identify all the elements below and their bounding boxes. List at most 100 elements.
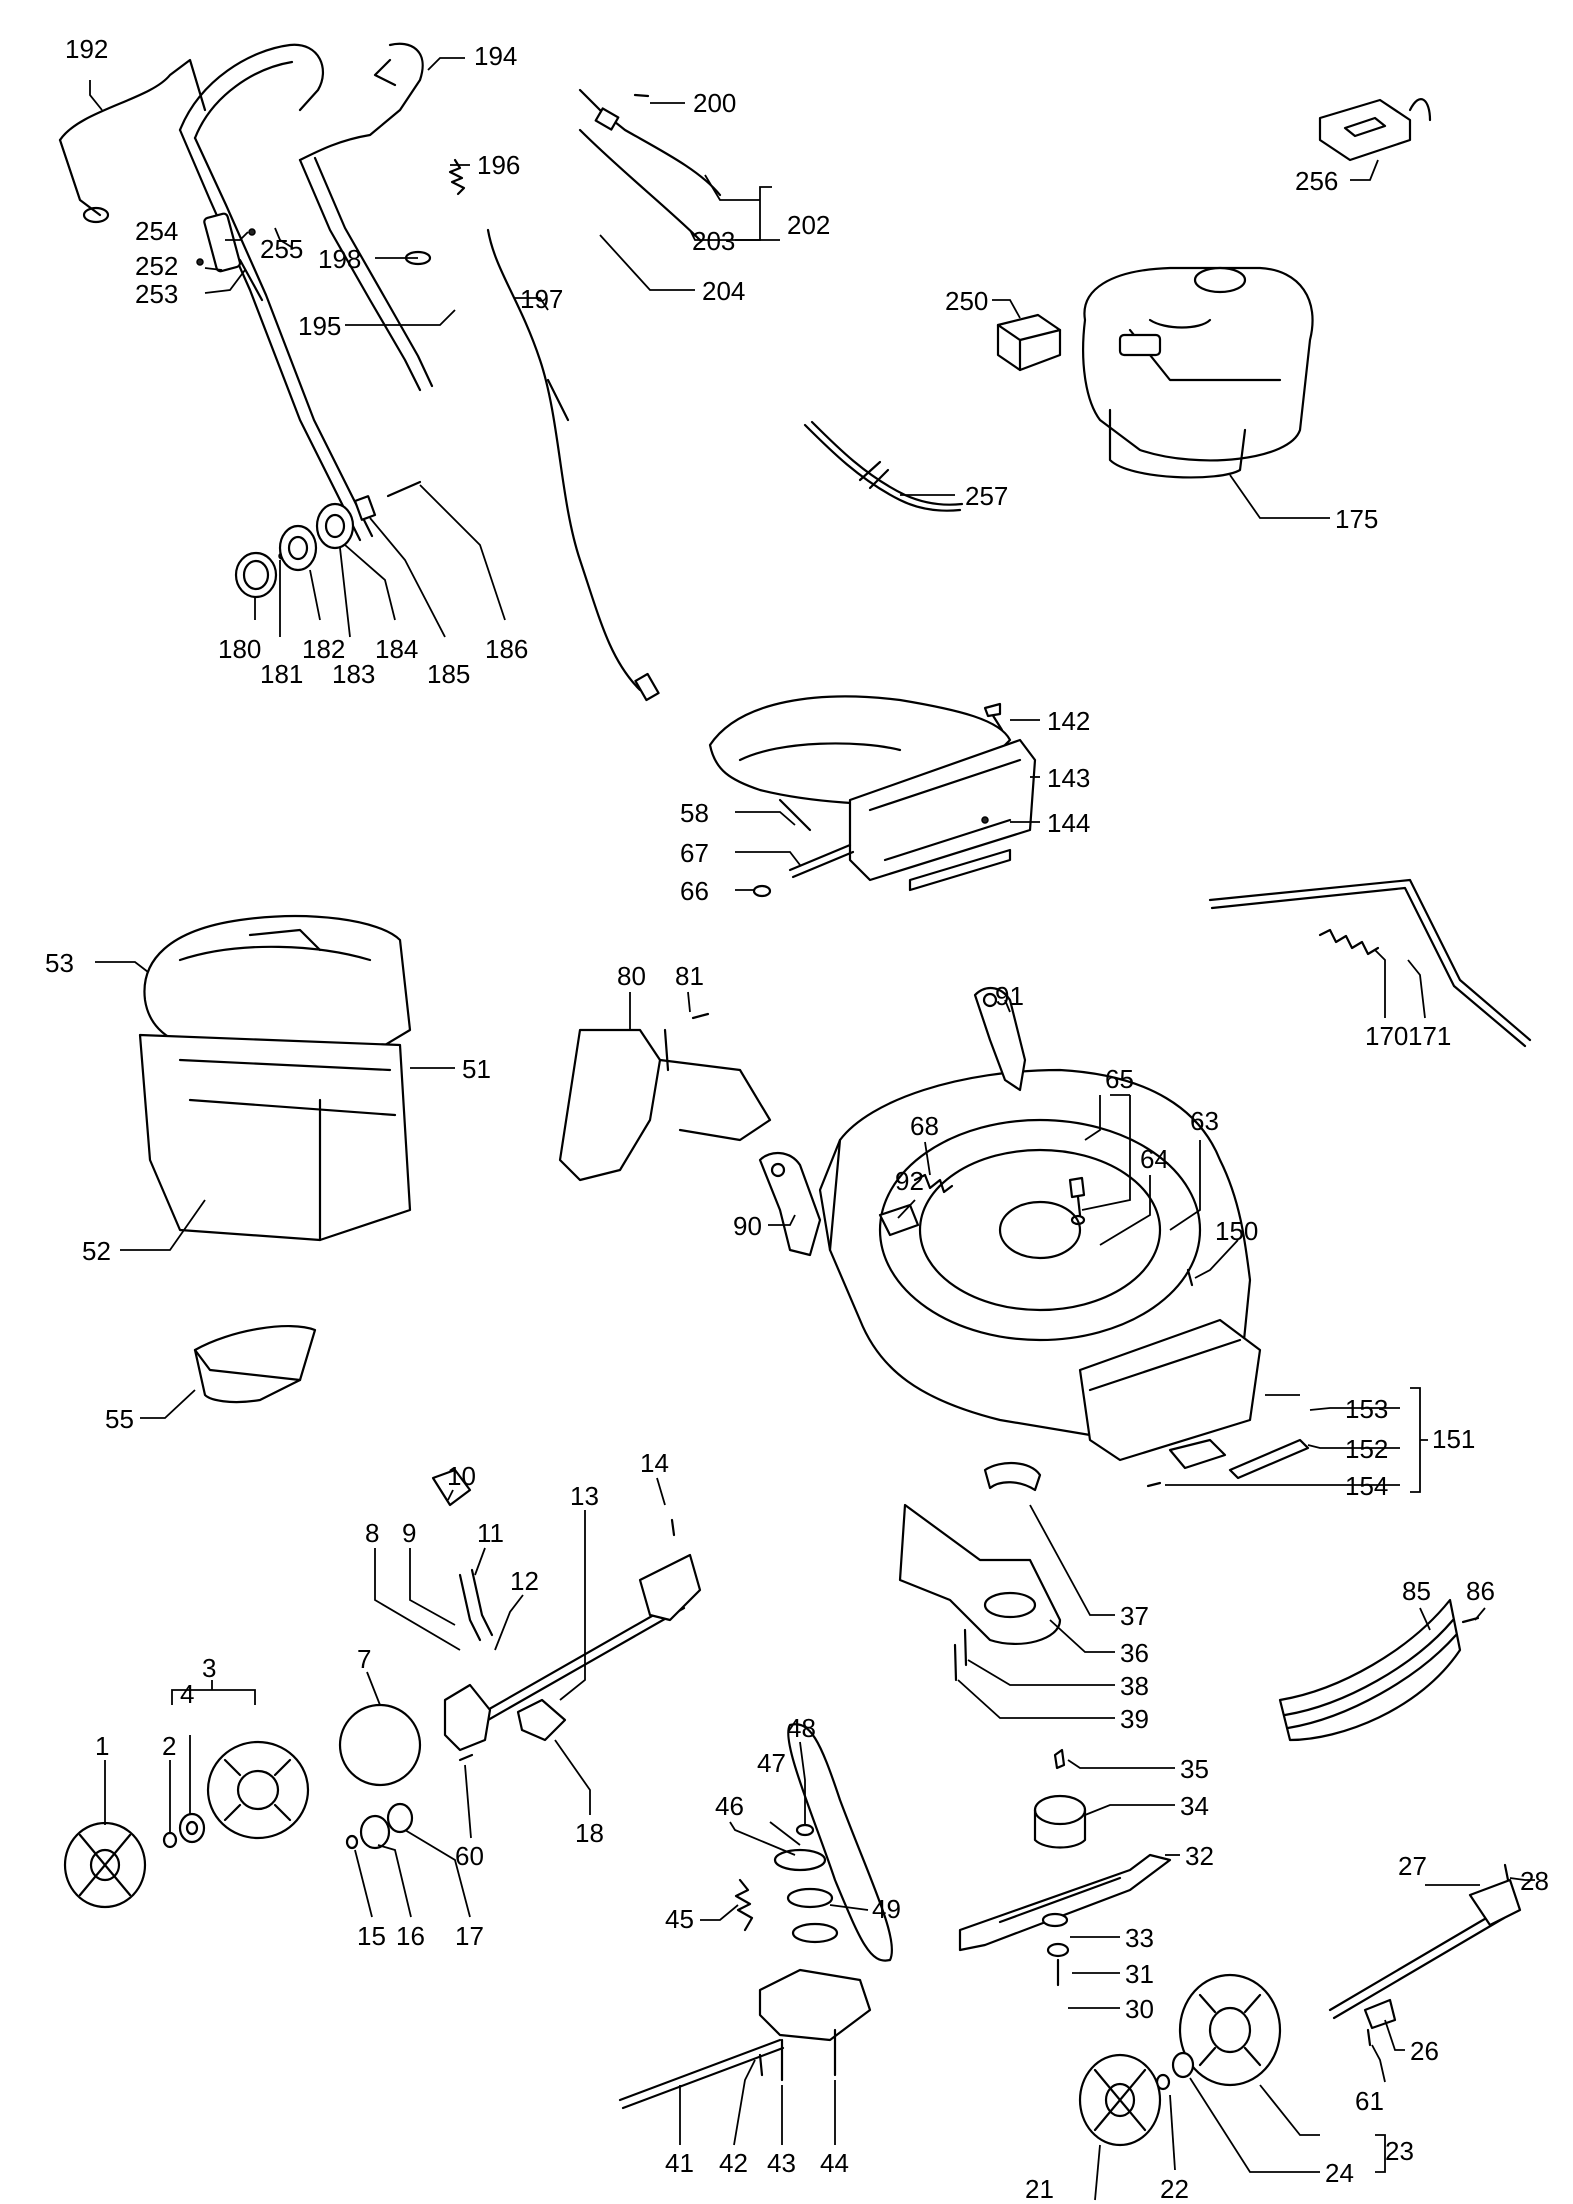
grass-bag-52 xyxy=(138,1033,412,1242)
label-63: 63 xyxy=(1190,1106,1219,1136)
bracket-80 xyxy=(558,1028,772,1182)
label-7: 7 xyxy=(357,1644,371,1674)
label-80: 80 xyxy=(617,961,646,991)
label-33: 33 xyxy=(1125,1923,1154,1953)
grass-bag-frame-53 xyxy=(143,914,412,1062)
label-154: 154 xyxy=(1345,1471,1388,1501)
label-11: 11 xyxy=(477,1518,504,1548)
bearing-4 xyxy=(178,1812,206,1844)
label-151: 151 xyxy=(1432,1424,1475,1454)
key-35 xyxy=(1053,1748,1066,1770)
pins-42-44 xyxy=(758,2028,837,2082)
label-10: 10 xyxy=(447,1461,476,1491)
label-175: 175 xyxy=(1335,504,1378,534)
part-number-labels: 192 194 196 198 195 197 200 202 203 204 … xyxy=(45,34,1549,2204)
label-53: 53 xyxy=(45,948,74,978)
label-192: 192 xyxy=(65,34,108,64)
label-27: 27 xyxy=(1398,1851,1427,1881)
label-41: 41 xyxy=(665,2148,694,2178)
label-23: 23 xyxy=(1385,2136,1414,2166)
screw-81 xyxy=(691,1012,710,1020)
lever-9-11 xyxy=(431,1468,494,1642)
label-92: 92 xyxy=(895,1166,924,1196)
label-55: 55 xyxy=(105,1404,134,1434)
rod-171 xyxy=(1208,878,1532,1048)
label-8: 8 xyxy=(365,1518,379,1548)
front-wheel-3 xyxy=(206,1740,310,1840)
label-181: 181 xyxy=(260,659,303,689)
label-36: 36 xyxy=(1120,1638,1149,1668)
hubcap-1 xyxy=(63,1821,147,1909)
wear-strip-85 xyxy=(1278,1598,1462,1742)
label-34: 34 xyxy=(1180,1791,1209,1821)
label-46: 46 xyxy=(715,1791,744,1821)
label-47: 47 xyxy=(757,1748,786,1778)
clip-28 xyxy=(1503,1863,1510,1882)
label-42: 42 xyxy=(719,2148,748,2178)
label-38: 38 xyxy=(1120,1671,1149,1701)
pulleys-46-49 xyxy=(773,1823,839,1944)
blade-adapter-34 xyxy=(1033,1794,1087,1849)
label-184: 184 xyxy=(375,634,418,664)
gearbox xyxy=(758,1968,872,2042)
label-81: 81 xyxy=(675,961,704,991)
bearing-24 xyxy=(1171,2051,1195,2079)
label-144: 144 xyxy=(1047,808,1090,838)
fuel-cap-250 xyxy=(996,313,1062,372)
mulch-plug-36 xyxy=(898,1503,1062,1645)
washer-66 xyxy=(752,884,772,898)
label-186: 186 xyxy=(485,634,528,664)
screw-150 xyxy=(1186,1268,1194,1287)
handle-grip-254 xyxy=(196,212,264,302)
label-14: 14 xyxy=(640,1448,669,1478)
screws-38-39 xyxy=(953,1628,968,1682)
blade-32 xyxy=(958,1853,1172,1952)
label-153: 153 xyxy=(1345,1394,1388,1424)
label-171: 171 xyxy=(1408,1021,1451,1051)
label-49: 49 xyxy=(872,1894,901,1924)
label-203: 203 xyxy=(692,226,735,256)
label-43: 43 xyxy=(767,2148,796,2178)
plate-152-153 xyxy=(1168,1438,1310,1480)
chute-151 xyxy=(1078,1318,1262,1462)
clip-14 xyxy=(670,1518,676,1537)
bracket-26 xyxy=(1363,1998,1397,2030)
label-28: 28 xyxy=(1520,1866,1549,1896)
washer-2 xyxy=(162,1831,178,1849)
label-250: 250 xyxy=(945,286,988,316)
rear-axle-27 xyxy=(1328,1878,1522,2020)
label-143: 143 xyxy=(1047,763,1090,793)
label-196: 196 xyxy=(477,150,520,180)
label-253: 253 xyxy=(135,279,178,309)
label-150: 150 xyxy=(1215,1216,1258,1246)
axle-41 xyxy=(618,2038,785,2110)
bolt-65 xyxy=(1068,1176,1086,1226)
label-90: 90 xyxy=(733,1211,762,1241)
front-axle-13 xyxy=(468,1553,702,1730)
label-13: 13 xyxy=(570,1481,599,1511)
screw-142 xyxy=(983,702,1004,732)
gear-housing xyxy=(443,1683,492,1752)
screw-61 xyxy=(1366,2028,1372,2047)
label-4: 4 xyxy=(180,1679,194,1709)
label-64: 64 xyxy=(1140,1144,1169,1174)
label-32: 32 xyxy=(1185,1841,1214,1871)
label-204: 204 xyxy=(702,276,745,306)
label-35: 35 xyxy=(1180,1754,1209,1784)
label-9: 9 xyxy=(402,1518,416,1548)
washers-31-33 xyxy=(1041,1912,1070,1987)
rear-height-lever-90 xyxy=(758,1152,822,1257)
label-200: 200 xyxy=(693,88,736,118)
label-198: 198 xyxy=(318,244,361,274)
label-24: 24 xyxy=(1325,2158,1354,2188)
spring-196 xyxy=(448,158,466,196)
screw-60 xyxy=(458,1753,474,1762)
label-85: 85 xyxy=(1402,1576,1431,1606)
label-3: 3 xyxy=(202,1653,216,1683)
label-16: 16 xyxy=(396,1921,425,1951)
screw-154 xyxy=(1146,1481,1162,1488)
engine-175 xyxy=(1082,266,1314,479)
label-58: 58 xyxy=(680,798,709,828)
label-252: 252 xyxy=(135,251,178,281)
